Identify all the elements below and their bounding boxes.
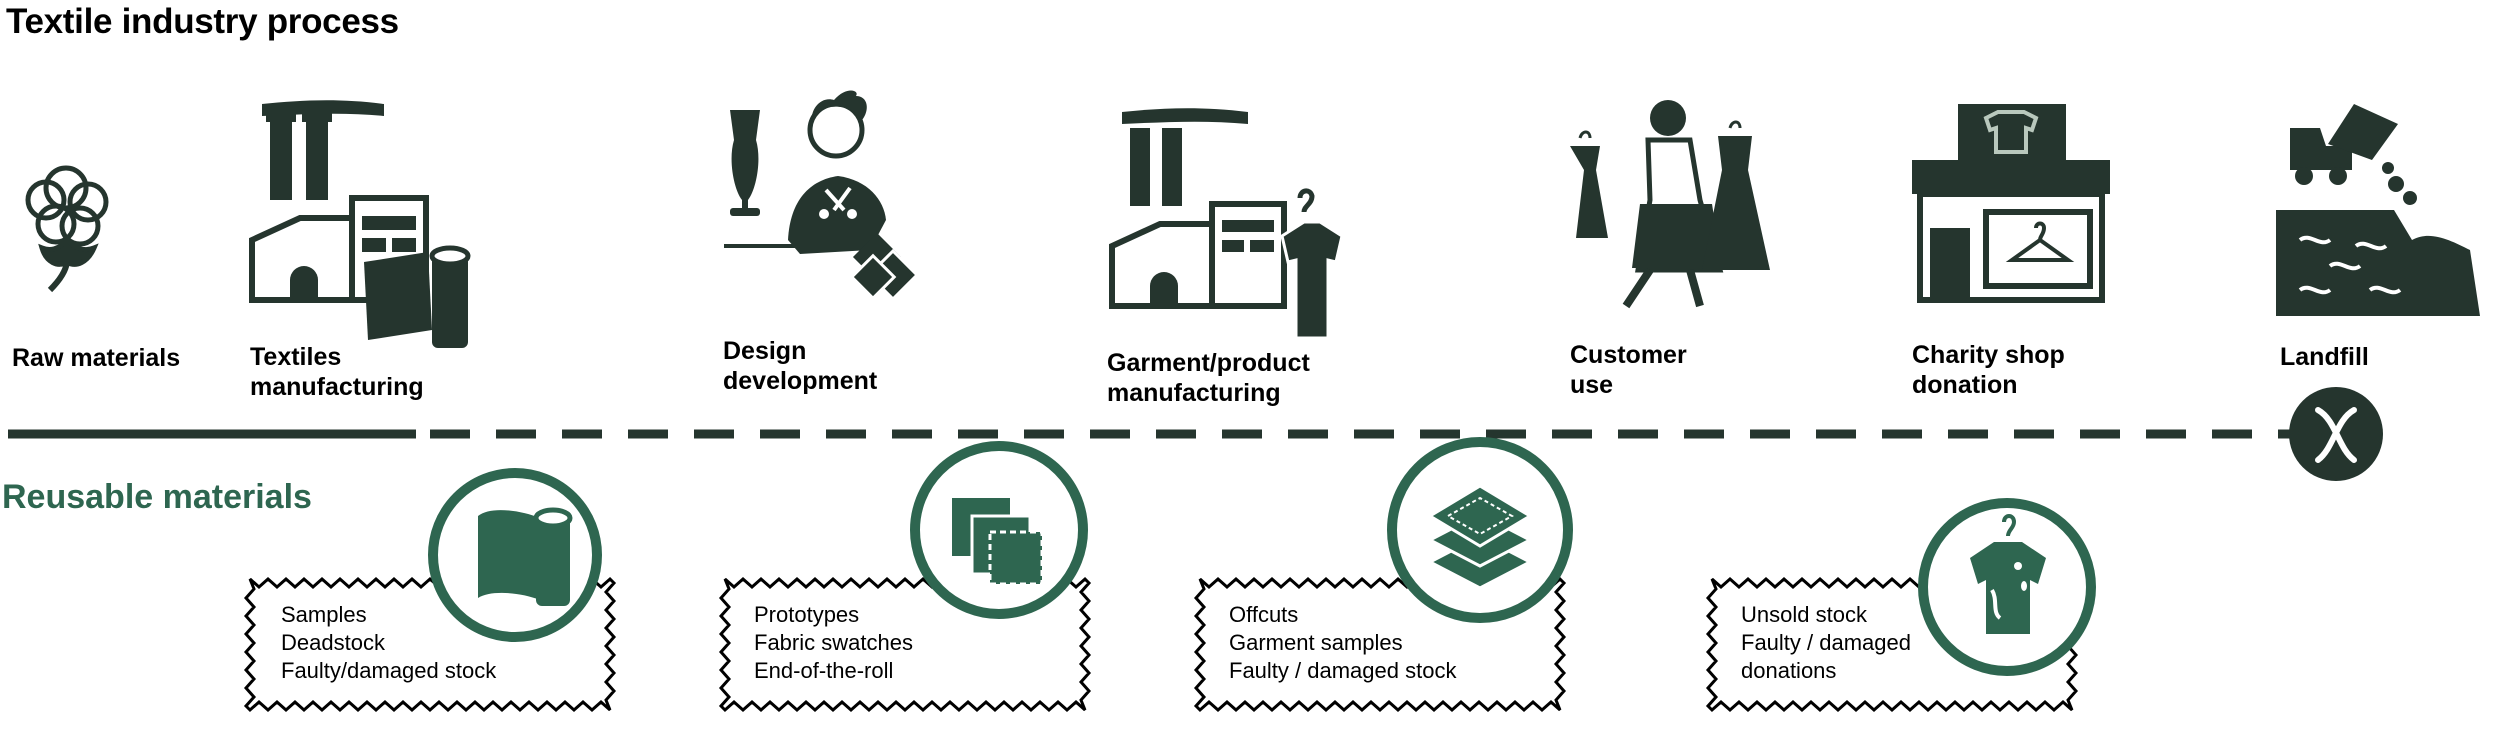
- page-title: Textile industry process: [6, 2, 399, 41]
- stage-label-textiles-manufacturing: Textiles manufacturing: [250, 343, 424, 401]
- stage-label-landfill: Landfill: [2280, 343, 2369, 371]
- stage-label-raw-materials: Raw materials: [12, 344, 181, 372]
- garment-factory-icon: [1109, 108, 1344, 340]
- stage-label-customer-use: Customer use: [1570, 341, 1687, 399]
- damaged-tshirt-icon: [1918, 498, 2096, 676]
- cut-scissors-icon: [2289, 387, 2383, 481]
- reusable-items-textiles: Samples Deadstock Faulty/damaged stock: [281, 602, 497, 683]
- charity-shop-icon: [1912, 104, 2110, 303]
- fabric-layers-icon: [1387, 437, 1573, 623]
- reusable-items-customer: Unsold stock Faulty / damaged donations: [1741, 602, 1911, 683]
- fabric-swatches-icon: [910, 441, 1088, 619]
- shopper-icon: [1570, 100, 1770, 309]
- textile-factory-icon: [249, 100, 471, 348]
- designer-icon: [724, 90, 920, 302]
- stage-label-design-development: Design development: [723, 337, 878, 395]
- stage-label-charity-shop: Charity shop donation: [1912, 341, 2065, 399]
- section-title-reusable: Reusable materials: [2, 478, 312, 516]
- landfill-truck-icon: [2276, 104, 2480, 316]
- fabric-roll-icon: [428, 468, 602, 642]
- cotton-plant-icon: [25, 165, 109, 293]
- reusable-items-garment: Offcuts Garment samples Faulty / damaged…: [1229, 602, 1457, 683]
- stage-label-garment-manufacturing: Garment/product manufacturing: [1107, 349, 1310, 407]
- reusable-items-design: Prototypes Fabric swatches End-of-the-ro…: [754, 602, 913, 683]
